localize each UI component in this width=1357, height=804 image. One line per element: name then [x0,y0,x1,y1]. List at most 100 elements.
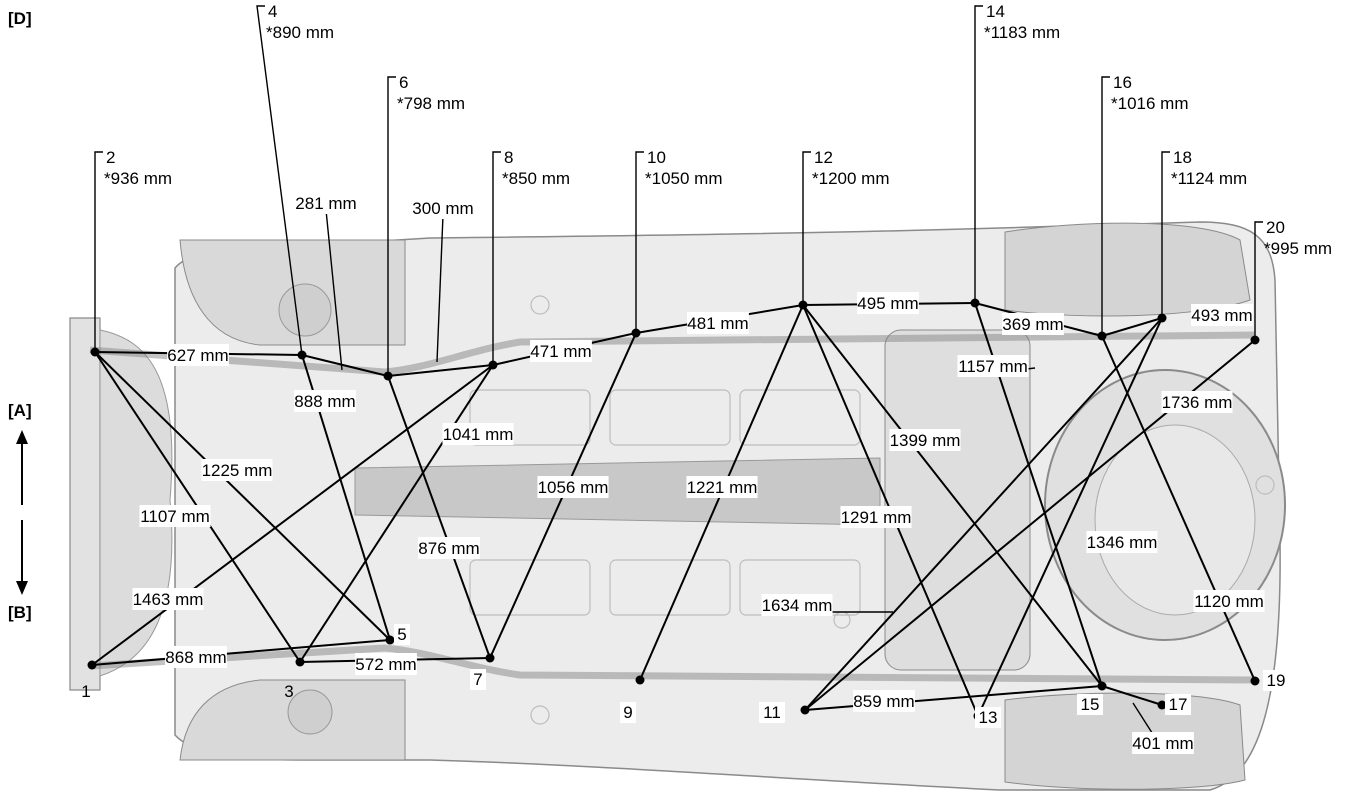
dimension-value: 281 mm [295,194,356,213]
measurement-line-6-7 [387,375,491,659]
dimension-value: 401 mm [1132,734,1193,753]
point-number-box [394,624,410,645]
dimension-value: 1634 mm [762,596,833,615]
point-3: 3 [284,657,305,701]
measurement-line-15-17 [1101,685,1163,706]
point-number-box [975,707,1001,728]
dimension-label-m14-15: 1157 mm [957,355,1029,377]
point-19: 19 [1250,670,1289,691]
point-marker [1157,700,1167,710]
measurement-line-12-15 [802,304,1103,687]
label-box [132,588,204,610]
point-height: *1124 mm [1171,169,1247,188]
point-height: *936 mm [104,169,172,188]
dimension-label-m8-10: 471 mm [530,340,592,362]
dimension-value: 1291 mm [841,508,912,527]
point-number: 11 [763,703,781,722]
point-marker [385,635,395,645]
dimension-value: 1221 mm [687,478,758,497]
point-number: 10 [647,148,666,167]
label-box [294,390,356,412]
dimension-label-m10-12: 481 mm [687,312,749,334]
front-end [69,317,101,691]
dimension-value: 300 mm [412,199,473,218]
rear-direction-label: [B] [8,603,32,622]
point-number-box [1263,670,1289,691]
point-11: 11 [759,702,810,723]
point-number: 4 [268,2,277,21]
dimension-label-m3-7: 572 mm [355,653,417,675]
label-box [1191,304,1253,326]
dimension-label-m8-3: 1041 mm [442,423,514,445]
point-8: 8*850 mm [488,148,570,370]
label-leader-m4-6 [325,209,343,371]
dimension-label-m10-7: 1056 mm [537,476,609,498]
point-marker [87,660,97,670]
dimension-value: 888 mm [294,392,355,411]
point-number: 12 [814,148,833,167]
point-number: 16 [1113,73,1132,92]
point-marker [1250,676,1260,686]
label-box [857,292,919,314]
label-box [957,355,1029,377]
dimension-value: 1041 mm [443,425,514,444]
point-number: 2 [106,148,115,167]
dimension-label-m1-5: 868 mm [165,646,227,668]
measurement-line-2-5 [94,351,391,641]
point-number: 14 [986,2,1005,21]
measurement-line-4-6 [301,354,389,377]
point-height: *1200 mm [812,169,889,188]
label-box [418,537,480,559]
point-12: 12 *1200 mm [798,148,889,310]
dimension-label-m2-5: 1225 mm [201,459,273,481]
point-1: 1 [81,660,97,701]
front-right-strut [287,689,333,735]
point-number: 7 [473,670,482,689]
dimension-value: 627 mm [167,346,228,365]
front-direction-label: [A] [8,401,32,420]
point-number: 18 [1173,148,1192,167]
right-side-rail [89,644,1256,684]
point-leader [974,5,983,303]
point-number: 13 [979,708,998,727]
dimension-label-m15-17: 401 mm [1132,732,1194,754]
dimension-value: 868 mm [165,648,226,667]
front-crossmember [99,329,173,677]
label-box [1193,590,1265,612]
point-number: 19 [1267,671,1286,690]
label-box [853,690,915,712]
point-height: *995 mm [1264,239,1332,258]
point-number: 9 [623,703,632,722]
point-marker [1097,681,1107,691]
label-box [686,476,758,498]
point-leader [1254,221,1263,340]
direction-indicator: [A] [B] [8,401,32,622]
rear-left-wheel-tub [1004,222,1251,317]
dimension-label-m20-11: 1736 mm [1161,391,1233,413]
point-number: 6 [399,73,408,92]
dimension-label-m2-4: 627 mm [167,344,229,366]
point-height: *1016 mm [1111,94,1188,113]
point-number-box [1165,694,1191,715]
label-box [139,505,211,527]
dimension-value: 493 mm [1191,306,1252,325]
dimension-value: 859 mm [853,692,914,711]
point-2: 2 *936 mm [90,148,172,357]
point-number: 3 [284,682,293,701]
point-9: 9 [620,675,645,723]
label-box [1086,531,1158,553]
dimension-label-m16-18: 493 mm [1191,304,1253,326]
point-18: 18 *1124 mm [1157,148,1247,323]
point-number: 5 [397,625,406,644]
dimension-value: 1225 mm [202,461,273,480]
dimension-value: 1120 mm [1194,592,1264,611]
label-box [1002,313,1064,335]
dimension-label-m6-7: 876 mm [418,537,480,559]
dimension-value: 1107 mm [140,507,210,526]
point-number: 20 [1266,218,1285,237]
point-marker [800,705,810,715]
rear-right-wheel-tub [1004,692,1246,790]
dimension-label-m4-6: 281 mm [295,192,357,214]
dimension-label-m18-13: 1346 mm [1086,531,1158,553]
